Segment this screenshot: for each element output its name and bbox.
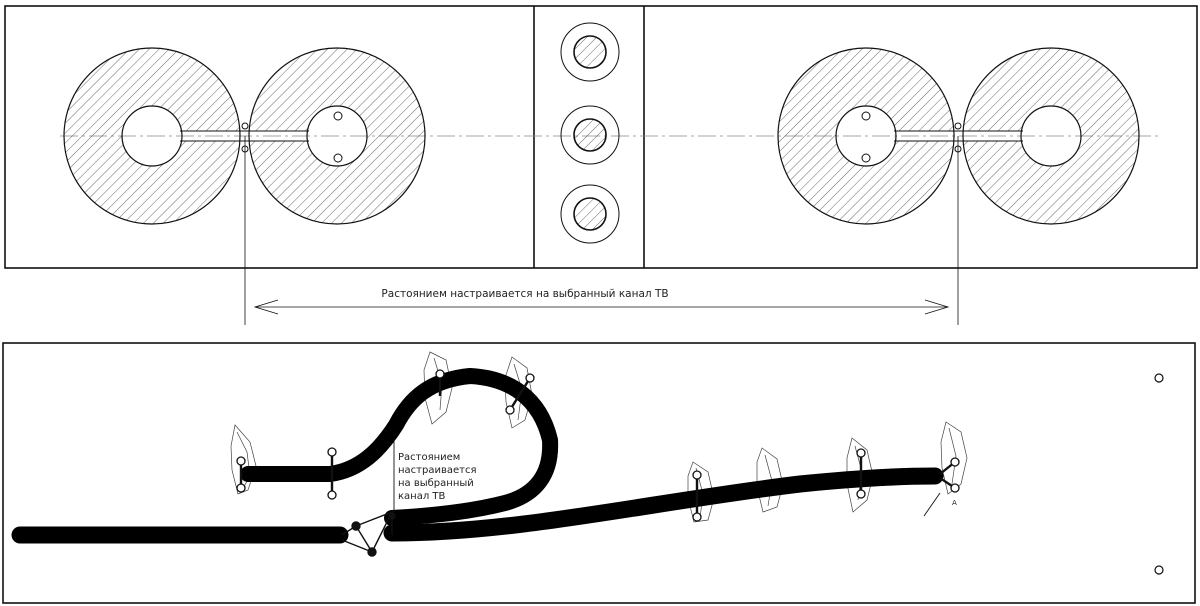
- callout-text: Растоянием настраивается на выбранный ка…: [398, 452, 476, 502]
- feed-point: [954, 122, 962, 130]
- boom-cross-sections: [560, 22, 620, 244]
- boom-cable: [383, 467, 944, 542]
- boom-section: [560, 22, 620, 82]
- boom-section: [560, 184, 620, 244]
- mount-hole: [861, 111, 871, 121]
- bottom-frame: [2, 342, 1196, 604]
- marker-label: А: [952, 499, 957, 507]
- mount-hole: [861, 153, 871, 163]
- marker-leader: [923, 492, 941, 517]
- dimension-line: Растоянием настраивается на выбранный ка…: [244, 136, 959, 325]
- balun: [341, 510, 396, 557]
- callout-line: на выбранный: [398, 478, 474, 489]
- callout-line: Растоянием: [398, 452, 460, 463]
- callout-line: канал ТВ: [398, 491, 446, 502]
- bottom-view: А Растоянием настраивается на выбранный …: [2, 342, 1196, 604]
- callout-line: настраивается: [398, 465, 476, 476]
- mount-hole: [1154, 565, 1164, 575]
- mount-hole: [1154, 373, 1164, 383]
- terminal-holes: [236, 369, 960, 522]
- dimension-label: Растоянием настраивается на выбранный ка…: [381, 288, 668, 300]
- boom-section: [560, 105, 620, 165]
